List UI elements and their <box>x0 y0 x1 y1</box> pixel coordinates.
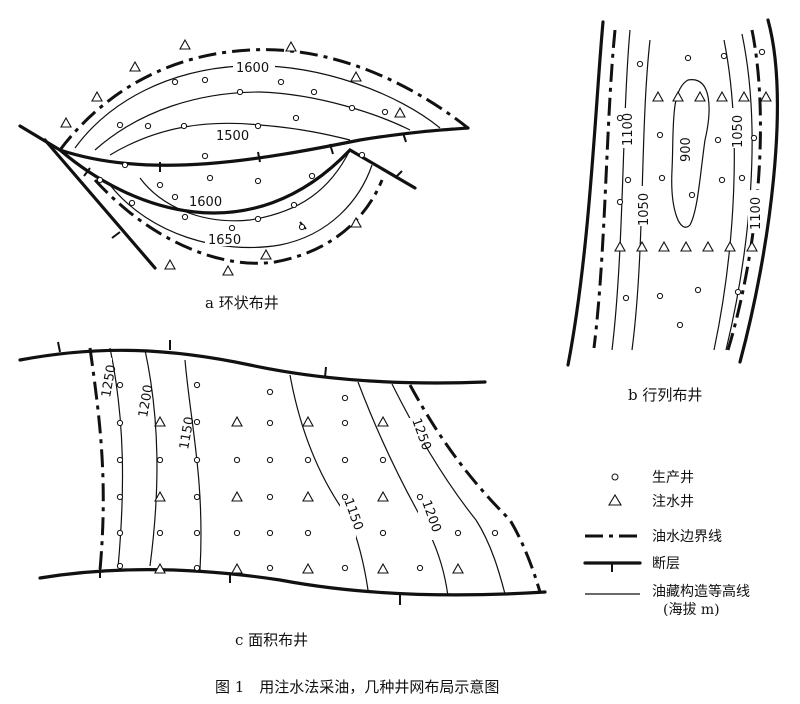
panel-c-oil-water-left <box>88 347 105 571</box>
panel-a-fault-upper <box>18 124 470 167</box>
panel-a-contour-mid <box>94 91 411 151</box>
panel-c-contour-1250-right <box>391 383 506 595</box>
panel-b-oil-water-right <box>726 29 762 351</box>
panel-c-contour-1250-left <box>109 347 124 569</box>
legend-oil-water-boundary: 油水边界线 <box>652 529 722 545</box>
panel-b-production-wells <box>616 48 766 329</box>
panel-a-contour-1600-low <box>139 149 351 222</box>
panel-a-oil-water-boundary <box>58 48 469 151</box>
panel-b-contour-label-4: 1050 <box>731 115 746 148</box>
legend: 生产井 注水井 油水边界线 断层 油藏构造等高线 (海拔 m) <box>583 470 750 618</box>
figure-caption: 图 1 用注水法采油，几种井网布局示意图 <box>215 678 499 696</box>
legend-fault: 断层 <box>652 556 680 572</box>
panel-a-contour-label-1: 1600 <box>236 61 269 76</box>
panel-a-ring-layout: 1600 1500 1600 1650 <box>18 38 470 312</box>
panel-a-contour-1650 <box>109 164 373 249</box>
panel-c-fault-ticks <box>57 340 401 605</box>
panel-b-fault-left <box>566 20 605 367</box>
panel-a-label: a 环状布井 <box>205 294 279 312</box>
panel-c-area-layout: 1250 1200 1150 1150 1200 1250 <box>18 340 547 649</box>
panel-b-injection-wells <box>614 90 772 252</box>
panel-c-oil-water-right <box>408 384 542 593</box>
panel-c-contour-1150-left <box>184 359 202 571</box>
panel-c-contour-label-3: 1150 <box>177 415 198 450</box>
panel-b-contour-1100-left <box>611 29 631 351</box>
panel-c-contour-label-2: 1200 <box>136 383 157 418</box>
panel-b-contour-label-3: 1050 <box>637 193 652 226</box>
panel-b-contour-label-5: 1100 <box>749 197 764 230</box>
panel-c-fault-bottom <box>38 567 547 597</box>
panel-b-fault-right <box>738 18 779 364</box>
panel-c-label: c 面积布井 <box>235 631 308 649</box>
panel-b-contour-900-loop <box>671 79 710 228</box>
panel-a-contour-1500 <box>109 122 351 156</box>
legend-injection-well: 注水井 <box>652 494 694 510</box>
panel-b-contour-labels: 1100 900 1050 1050 1100 <box>620 108 764 230</box>
panel-a-fault-lower <box>58 147 417 215</box>
panel-a-injection-wells <box>60 38 406 276</box>
panel-c-contour-1150-right <box>289 374 369 591</box>
panel-c-injection-wells <box>154 415 464 574</box>
panel-a-contour-label-3: 1600 <box>189 195 222 210</box>
panel-c-fault-top <box>18 348 487 385</box>
panel-b-contour-1050-right <box>713 39 735 351</box>
legend-injection-symbol <box>608 493 622 506</box>
panel-a-fault-ticks <box>83 132 407 239</box>
legend-production-well: 生产井 <box>652 470 694 486</box>
panel-c-production-wells <box>116 381 499 572</box>
panel-c-contour-label-1: 1250 <box>99 363 120 398</box>
legend-contour-unit: (海拔 m) <box>663 602 720 618</box>
panel-c-contour-1200-left <box>144 349 158 567</box>
panel-b-contour-label-1: 1100 <box>621 113 636 146</box>
panel-a-contour-label-2: 1500 <box>216 129 249 144</box>
panel-b-row-layout: 1100 900 1050 1050 1100 <box>566 18 779 404</box>
panel-a-production-wells <box>96 76 389 232</box>
legend-contour: 油藏构造等高线 <box>652 583 750 600</box>
panel-b-oil-water-left <box>592 29 617 349</box>
panel-b-contour-label-2: 900 <box>679 137 694 162</box>
panel-c-contour-1200-right <box>357 381 449 597</box>
panel-a-oil-water-boundary-lower <box>93 178 384 265</box>
panel-a-contour-label-4: 1650 <box>208 233 241 248</box>
panel-b-label: b 行列布井 <box>628 386 702 404</box>
legend-production-symbol <box>611 473 619 481</box>
panel-c-contour-labels: 1250 1200 1150 1150 1200 1250 <box>98 358 444 540</box>
panel-a-fault-left <box>43 138 157 270</box>
